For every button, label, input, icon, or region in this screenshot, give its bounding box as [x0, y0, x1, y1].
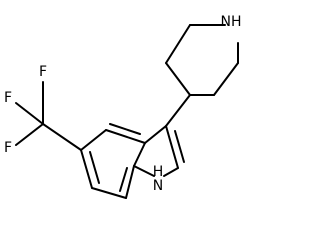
bond-c6-c7: [91, 187, 127, 199]
label-fluorine-top: F: [39, 64, 47, 80]
molecule-canvas: NH F F F H N: [4, 14, 242, 199]
bond-pip-4: [213, 62, 239, 96]
bond-pip-6: [165, 62, 191, 96]
bond-c5-c6: [80, 149, 93, 189]
bond-pip-to-indole: [165, 94, 191, 127]
bond-c5-cf3: [42, 123, 82, 151]
benzene-ring: [80, 123, 146, 199]
bond-c3-c2: [165, 125, 179, 169]
trifluoromethyl-group: [15, 81, 82, 151]
bond-c3-c2-double: [174, 130, 185, 163]
pyrrole-ring: [133, 125, 185, 177]
bond-c3a-c4-double: [109, 123, 141, 135]
bond-c3a-c4: [105, 129, 146, 144]
bond-c3-c3a: [144, 125, 167, 144]
bond-c3a-c7a: [133, 142, 146, 167]
structure-drawing: NH F F F H N: [4, 14, 242, 199]
bond-c2-n1: [163, 167, 179, 177]
label-fluorine-left-top: F: [4, 90, 12, 106]
bond-cf3-f-left-bottom: [15, 123, 44, 146]
label-fluorine-left-bottom: F: [4, 140, 12, 156]
bond-c7-c7a: [125, 165, 135, 199]
bond-c5-c6-double: [89, 151, 100, 184]
bond-cf3-f-left-top: [15, 102, 44, 125]
bond-pip-1: [165, 24, 191, 64]
bond-n1-c7a: [133, 165, 155, 177]
label-indole-h: H: [153, 164, 164, 180]
bond-c7-c7a-double: [119, 167, 128, 192]
label-piperidine-nh: NH: [221, 14, 242, 30]
piperidine-ring: [165, 24, 239, 96]
label-indole-n: N: [153, 178, 163, 194]
bond-c4-c5: [80, 129, 107, 151]
